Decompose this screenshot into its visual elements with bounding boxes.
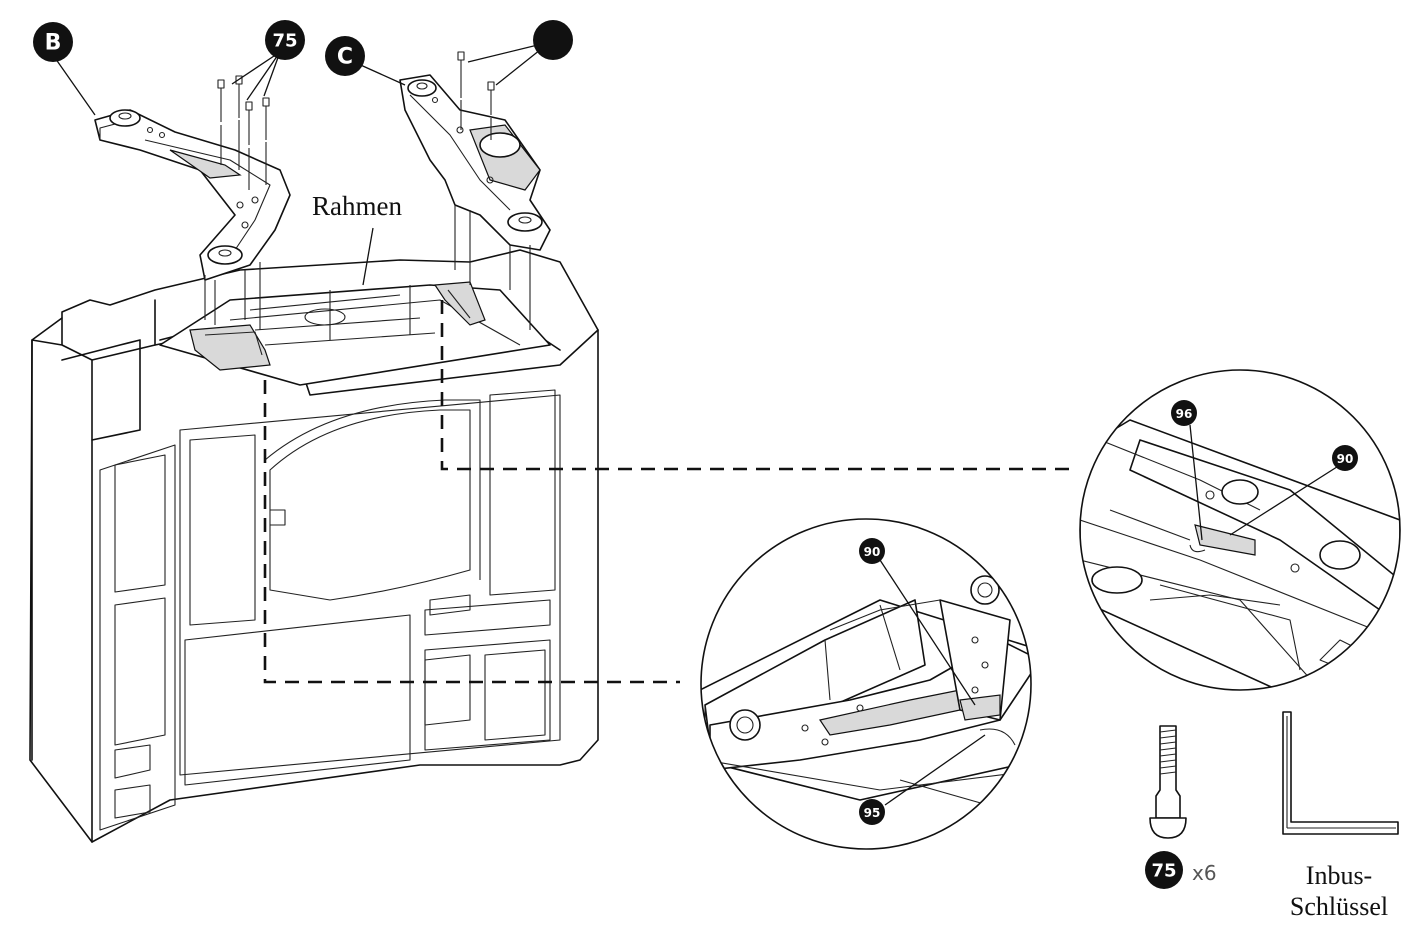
svg-text:75: 75: [1151, 861, 1176, 882]
svg-text:B: B: [45, 31, 62, 56]
detail-view-right: 96 90: [1079, 369, 1401, 691]
detail-right-badge-96: 96: [1171, 400, 1197, 426]
allen-key-icon: [1282, 711, 1399, 835]
detail-left-badge-95: 95: [859, 799, 885, 825]
svg-text:75: 75: [272, 31, 297, 52]
bracket-c: [344, 41, 551, 330]
bracket-b: [52, 51, 291, 330]
detail-left-badge-90: 90: [859, 538, 885, 564]
bolt-75: [1149, 725, 1187, 839]
badge-blank-top: [533, 20, 573, 60]
screws-right: [457, 51, 495, 140]
detail-right-badge-90: 90: [1332, 445, 1358, 471]
badge-c: C: [325, 36, 365, 76]
svg-text:96: 96: [1176, 407, 1193, 421]
callout-lines: [263, 300, 1075, 684]
svg-text:90: 90: [1337, 452, 1354, 466]
badge-75-bolt: 75: [1145, 851, 1183, 889]
badge-75-top: 75: [265, 20, 305, 60]
svg-text:C: C: [337, 45, 353, 70]
bolt-quantity: x6: [1192, 861, 1217, 885]
frame: Rahmen: [159, 191, 551, 386]
detail-view-left: 90 95: [700, 518, 1032, 850]
screws-75-left: [217, 75, 270, 190]
allen-key-label-line2: Schlüssel: [1290, 892, 1388, 921]
svg-text:90: 90: [864, 545, 881, 559]
svg-text:95: 95: [864, 806, 881, 820]
frame-label: Rahmen: [312, 191, 402, 221]
allen-key-label-line1: Inbus-: [1306, 861, 1372, 890]
badge-b: B: [33, 22, 73, 62]
